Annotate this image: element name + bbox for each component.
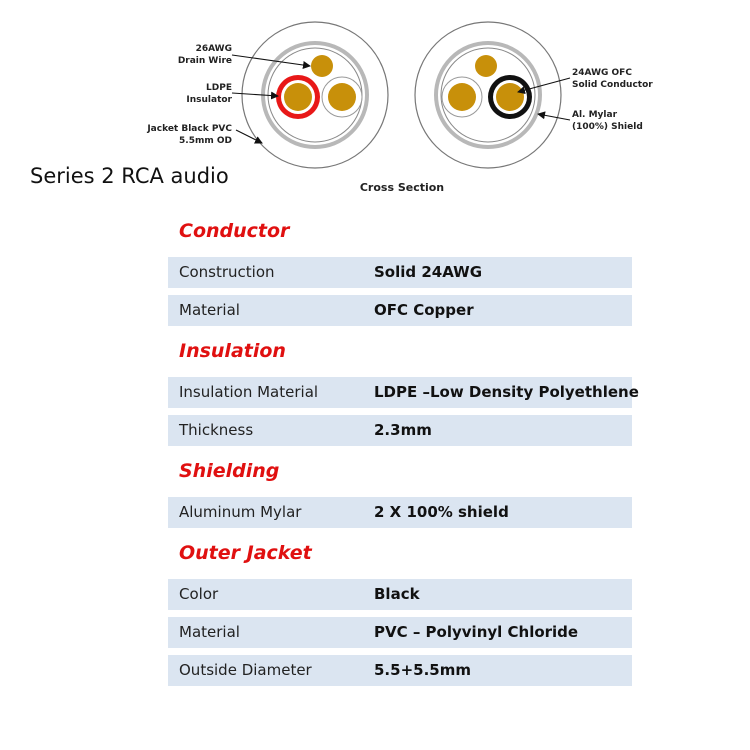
callout-drain-wire-line1: 26AWG — [196, 44, 232, 54]
right-cable-cross-section — [414, 21, 562, 169]
product-title: Series 2 RCA audio — [30, 164, 229, 188]
spec-row-outside-diameter: Outside Diameter 5.5+5.5mm — [168, 655, 632, 686]
right-conductor-white — [448, 83, 476, 111]
jacket-arrow — [235, 129, 263, 144]
spec-row-thickness: Thickness 2.3mm — [168, 415, 632, 446]
shield-arrow — [537, 111, 571, 121]
section-heading-outer-jacket: Outer Jacket — [179, 542, 312, 564]
callout-jacket-line2: 5.5mm OD — [179, 136, 232, 146]
section-heading-conductor: Conductor — [179, 220, 290, 242]
callout-insulator-line1: LDPE — [206, 83, 232, 93]
spec-value: 5.5+5.5mm — [374, 661, 471, 679]
spec-value: 2 X 100% shield — [374, 503, 509, 521]
right-shield-ring — [434, 41, 542, 149]
spec-value: PVC – Polyvinyl Chloride — [374, 623, 579, 641]
left-conductor-white — [328, 83, 356, 111]
cross-section-diagram: 26AWG Drain Wire LDPE Insulator Jacket B… — [146, 21, 653, 194]
callout-insulator-line2: Insulator — [186, 95, 232, 105]
spec-row-color: Color Black — [168, 579, 632, 610]
spec-value: 2.3mm — [374, 421, 432, 439]
section-heading-shielding: Shielding — [179, 460, 280, 482]
spec-label: Aluminum Mylar — [179, 503, 302, 521]
left-conductor-red — [284, 83, 312, 111]
right-conductor-black — [496, 83, 524, 111]
spec-label: Insulation Material — [179, 383, 319, 401]
spec-value: Black — [374, 585, 420, 603]
callout-conductor-line2: Solid Conductor — [572, 80, 653, 90]
callout-shield-line1: Al. Mylar — [572, 110, 618, 120]
insulator-arrow — [231, 91, 279, 100]
spec-value: OFC Copper — [374, 301, 474, 319]
spec-label: Material — [179, 301, 240, 319]
callout-drain-wire-line2: Drain Wire — [178, 56, 232, 66]
spec-row-jacket-material: Material PVC – Polyvinyl Chloride — [168, 617, 632, 648]
spec-row-aluminum-mylar: Aluminum Mylar 2 X 100% shield — [168, 497, 632, 528]
callout-shield-line2: (100%) Shield — [572, 122, 643, 132]
callout-jacket-line1: Jacket Black PVC — [146, 124, 232, 134]
diagram-caption: Cross Section — [360, 181, 444, 194]
spec-row-conductor-material: Material OFC Copper — [168, 295, 632, 326]
conductor-arrow — [517, 77, 571, 95]
spec-label: Outside Diameter — [179, 661, 312, 679]
spec-label: Color — [179, 585, 219, 603]
spec-row-construction: Construction Solid 24AWG — [168, 257, 632, 288]
drain-wire-arrow — [231, 54, 311, 69]
section-heading-insulation: Insulation — [179, 340, 286, 362]
right-drain-wire — [475, 55, 497, 77]
right-inner-ring — [440, 47, 536, 143]
left-drain-wire — [311, 55, 333, 77]
spec-label: Thickness — [179, 421, 254, 439]
left-cable-cross-section — [241, 21, 389, 169]
callout-conductor-line1: 24AWG OFC — [572, 68, 632, 78]
spec-row-insulation-material: Insulation Material LDPE –Low Density Po… — [168, 377, 639, 408]
spec-value: Solid 24AWG — [374, 263, 483, 281]
spec-label: Construction — [179, 263, 275, 281]
spec-value: LDPE –Low Density Polyethlene — [374, 383, 639, 401]
spec-label: Material — [179, 623, 240, 641]
